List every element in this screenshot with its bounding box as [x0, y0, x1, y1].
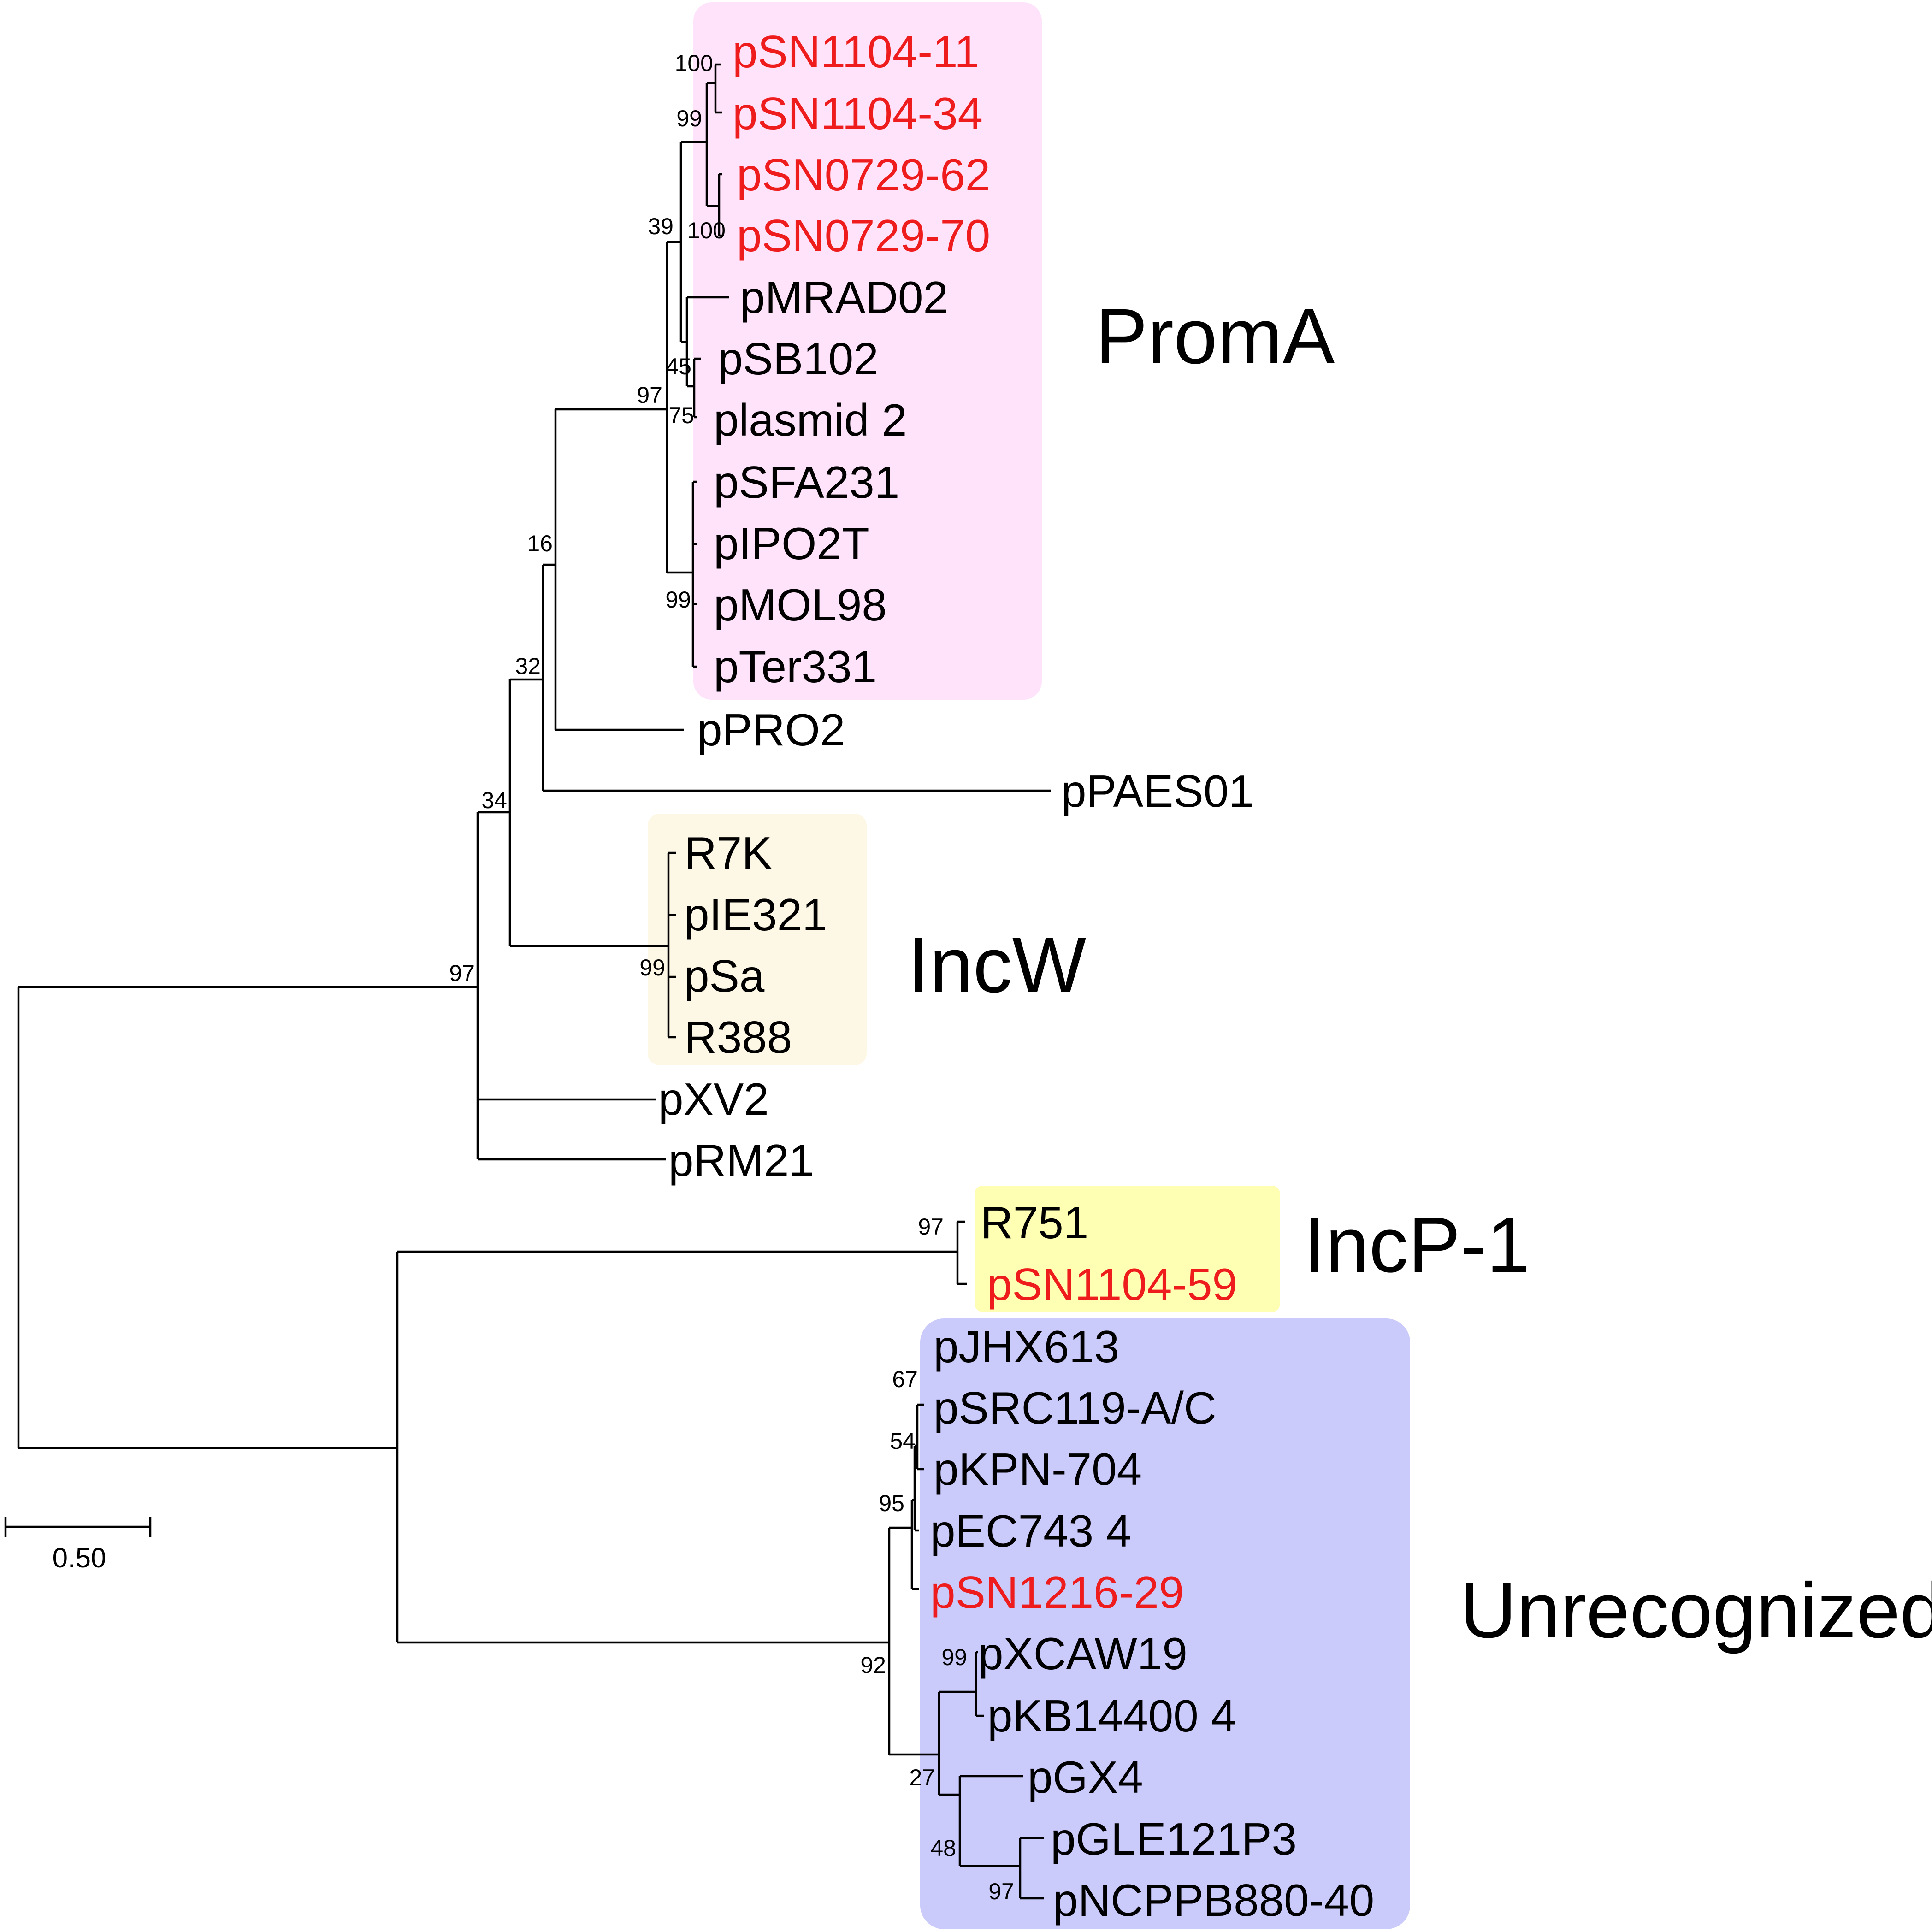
taxon-label: pKPN-704: [934, 1444, 1142, 1495]
scale-bar-line: [4, 1517, 152, 1537]
taxon-label: pMOL98: [714, 579, 887, 630]
incp1-clade-box: [975, 1186, 1280, 1312]
taxon-label: pSN1104-34: [733, 88, 983, 139]
taxon-label: pIPO2T: [714, 518, 869, 569]
bootstrap-value: 45: [666, 354, 691, 379]
bootstrap-values: 100 99 100 39 45 75 97 99 16 32 34 97 99…: [449, 50, 1014, 1904]
bootstrap-value: 95: [879, 1490, 904, 1516]
taxon-label: pRM21: [668, 1135, 814, 1186]
group-label-incw: IncW: [908, 922, 1086, 1009]
bootstrap-value: 92: [860, 1652, 886, 1678]
scale-bar-label: 0.50: [53, 1542, 106, 1573]
taxon-label: pSN1216-29: [930, 1567, 1184, 1618]
scale-bar: 0.50: [4, 1517, 152, 1573]
unrecognized-clade-box: [920, 1318, 1410, 1929]
taxon-label: pSFA231: [714, 457, 899, 508]
taxon-label: pSa: [684, 951, 765, 1001]
incw-clade-box: [648, 814, 867, 1065]
taxon-label: R388: [684, 1012, 792, 1063]
taxon-label: pGLE121P3: [1051, 1814, 1297, 1864]
taxon-label: pSB102: [718, 333, 879, 384]
taxon-label: plasmid 2: [714, 395, 907, 445]
bootstrap-value: 16: [527, 531, 553, 556]
bootstrap-value: 34: [481, 787, 507, 813]
taxon-label: pSN0729-70: [737, 210, 990, 261]
bootstrap-value: 99: [941, 1644, 967, 1670]
bootstrap-value: 99: [676, 106, 702, 131]
taxon-label: R7K: [684, 827, 772, 878]
group-label-unrecognized: Unrecognized: [1460, 1567, 1932, 1654]
group-label-incp1: IncP-1: [1304, 1201, 1530, 1289]
bootstrap-value: 100: [687, 218, 726, 243]
taxon-label: pXV2: [658, 1074, 769, 1124]
taxon-label: pSRC119-A/C: [934, 1383, 1217, 1433]
bootstrap-value: 67: [892, 1366, 918, 1392]
proma-clade-box: [693, 2, 1042, 700]
taxon-label: pGX4: [1028, 1752, 1143, 1802]
tree-branches: [17, 63, 1051, 1900]
taxon-label: pEC743 4: [930, 1506, 1131, 1556]
bootstrap-value: 75: [668, 402, 694, 428]
taxon-label: pKB14400 4: [987, 1690, 1236, 1741]
taxon-labels: pSN1104-11 pSN1104-34 pSN0729-62 pSN0729…: [658, 26, 1374, 1926]
taxon-label: pJHX613: [934, 1321, 1119, 1372]
taxon-label: pIE321: [684, 889, 827, 940]
taxon-label: R751: [981, 1197, 1088, 1248]
bootstrap-value: 99: [639, 955, 665, 981]
group-label-proma: PromA: [1095, 293, 1335, 380]
taxon-label: pPAES01: [1061, 766, 1254, 816]
taxon-label: pPRO2: [697, 704, 845, 755]
bootstrap-value: 99: [665, 587, 691, 613]
bootstrap-value: 39: [648, 213, 674, 239]
bootstrap-value: 54: [890, 1428, 916, 1454]
taxon-label: pSN1104-11: [733, 26, 980, 77]
taxon-label: pTer331: [714, 641, 877, 692]
bootstrap-value: 27: [909, 1765, 935, 1790]
bootstrap-value: 48: [930, 1835, 956, 1861]
bootstrap-value: 97: [449, 960, 475, 986]
taxon-label: pNCPPB880-40: [1053, 1875, 1374, 1926]
bootstrap-value: 97: [918, 1214, 944, 1240]
bootstrap-value: 32: [515, 653, 541, 679]
bootstrap-value: 97: [988, 1879, 1014, 1904]
bootstrap-value: 100: [675, 50, 713, 76]
bootstrap-value: 97: [637, 382, 662, 408]
taxon-label: pMRAD02: [740, 272, 948, 323]
taxon-label: pXCAW19: [978, 1628, 1188, 1679]
taxon-label: pSN1104-59: [987, 1259, 1237, 1310]
taxon-label: pSN0729-62: [737, 149, 990, 200]
